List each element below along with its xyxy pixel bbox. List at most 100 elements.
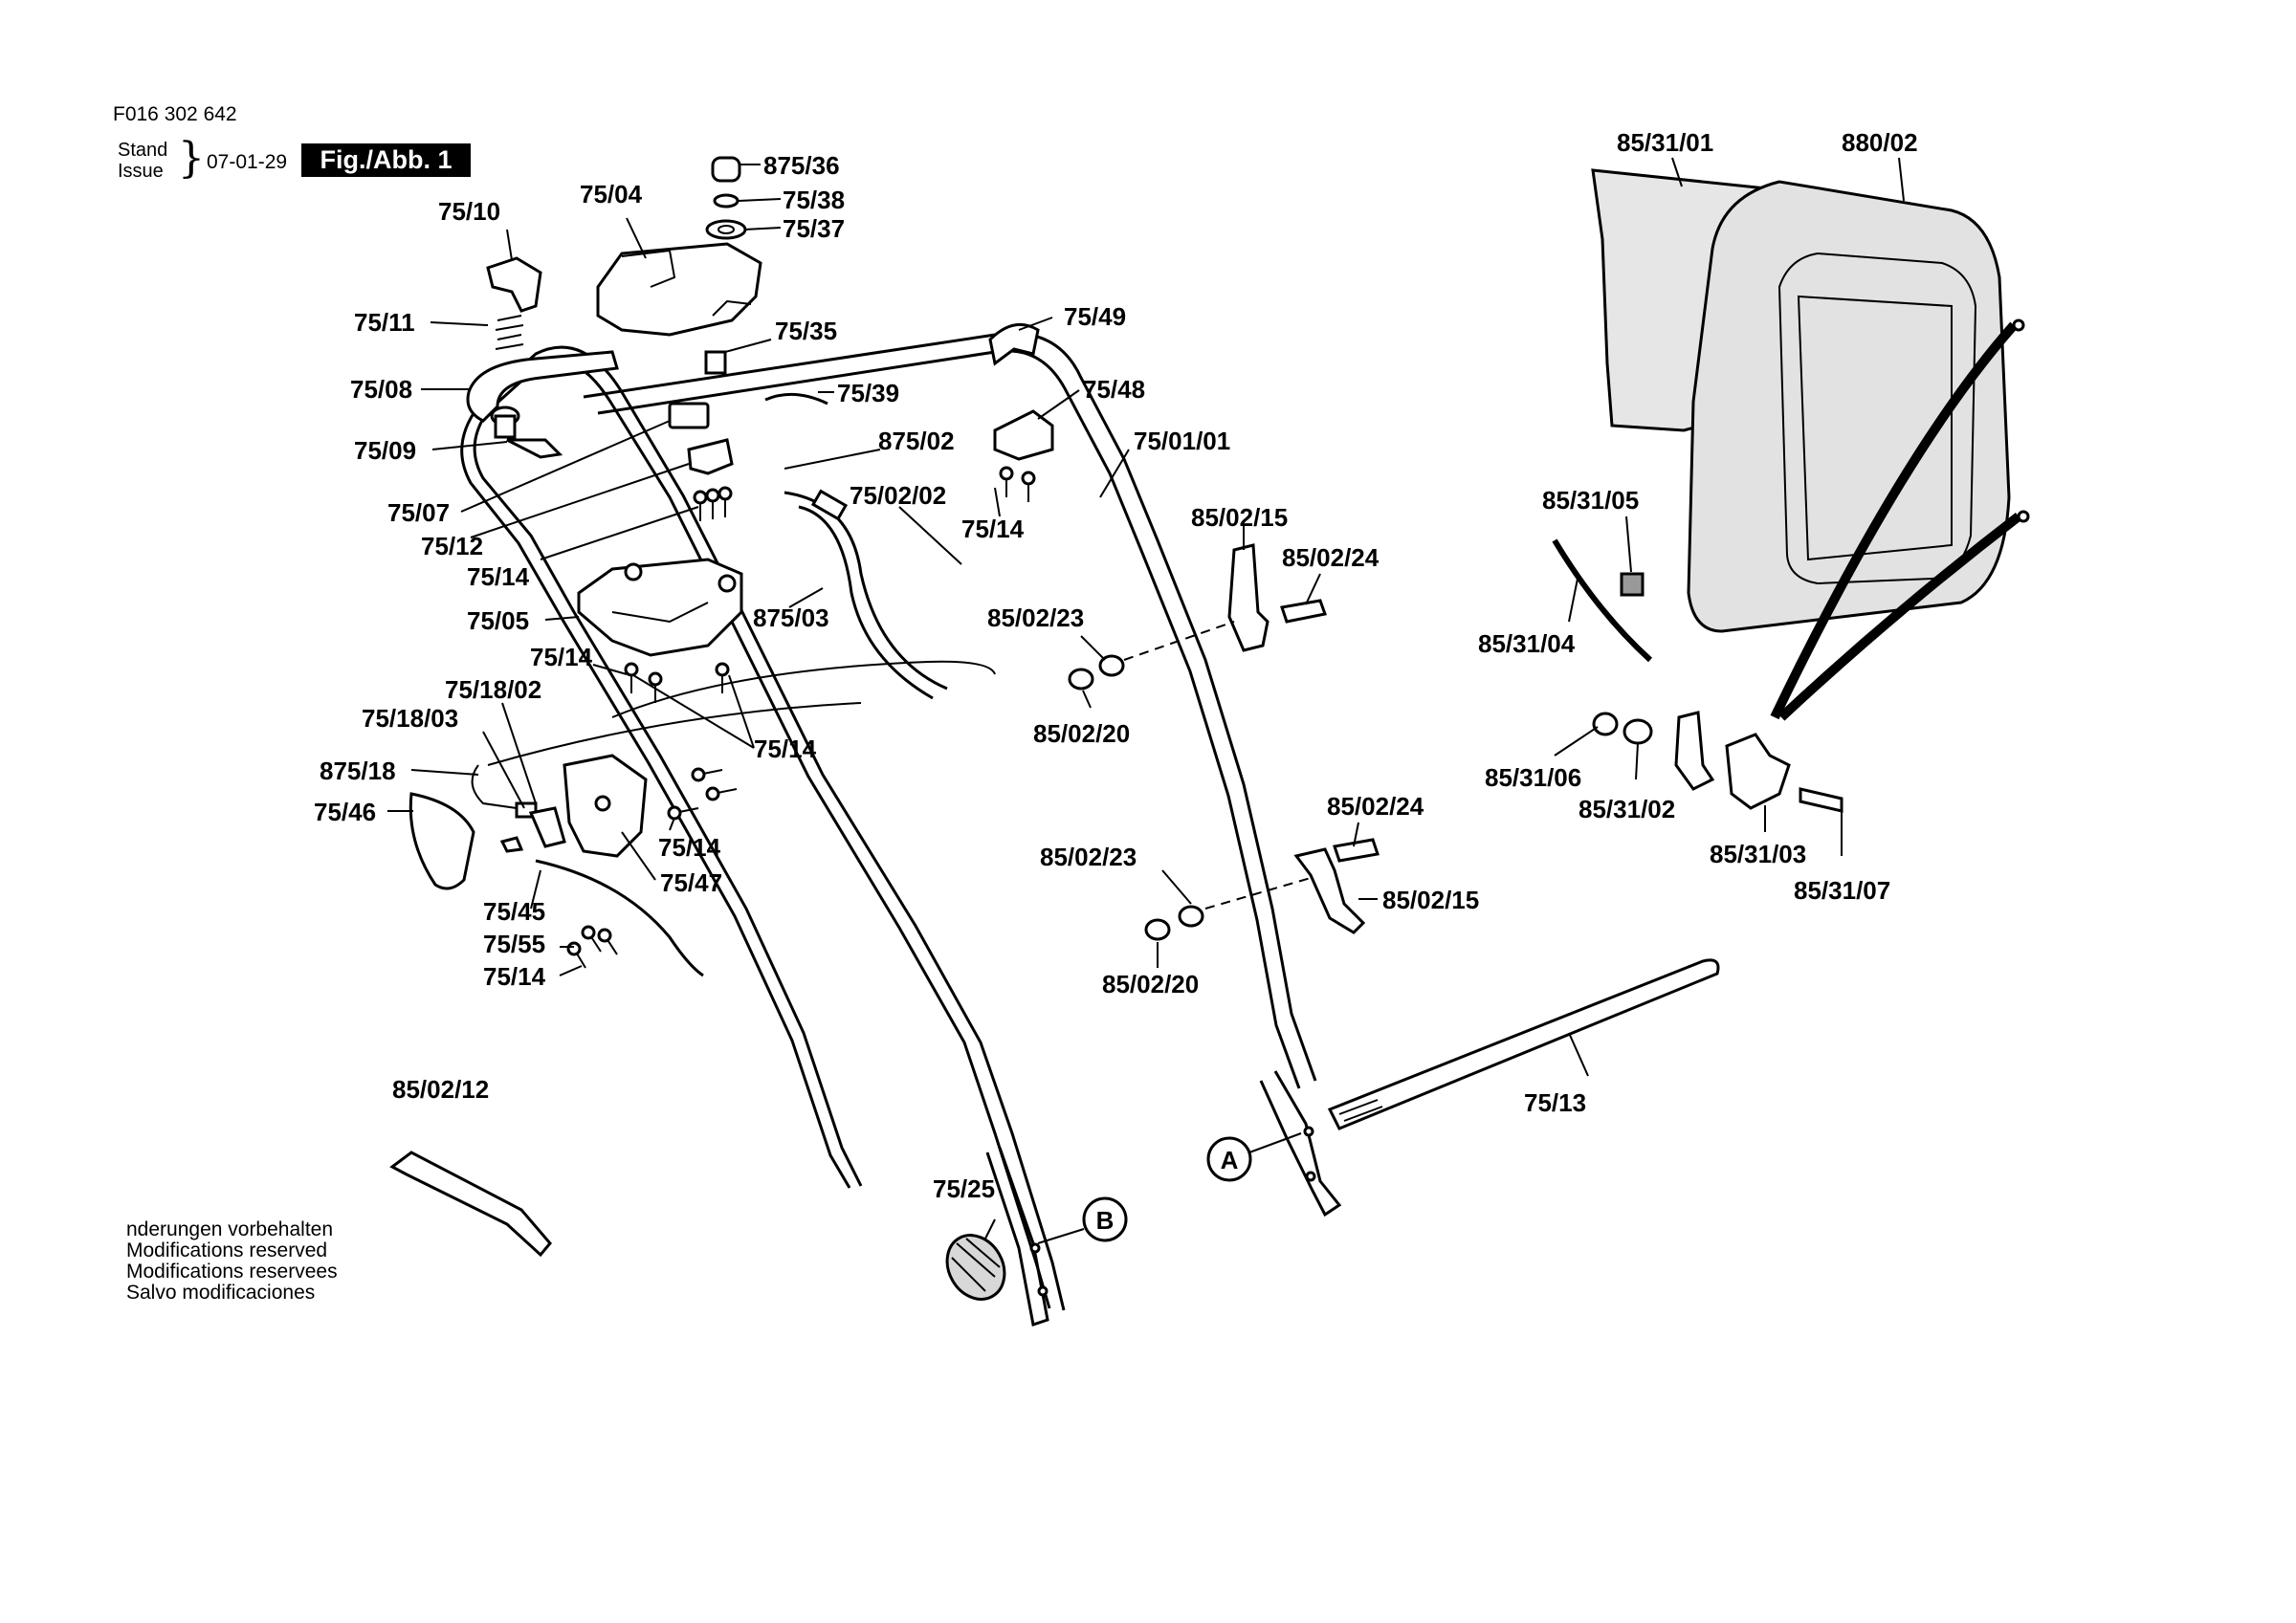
part-label: 75/55	[483, 930, 545, 958]
connector-75-07	[668, 402, 710, 429]
part-label: 75/05	[467, 606, 529, 635]
wire-75-39	[764, 392, 828, 406]
bracket-85-02-15-lower	[1293, 847, 1366, 934]
pad-85-31-05	[1620, 572, 1645, 597]
clip-75-09	[506, 438, 563, 459]
bushing-85-31-02	[1623, 718, 1653, 745]
part-label: 75/14	[483, 962, 546, 991]
part-label: 875/36	[763, 151, 840, 180]
bracket-85-02-15-upper	[1227, 543, 1269, 652]
callout-a-label: A	[1221, 1146, 1239, 1174]
part-label: 85/02/15	[1191, 503, 1288, 532]
nut-85-02-20-upper	[1068, 668, 1094, 691]
part-label: 75/14	[467, 562, 530, 591]
screw-set-75-55	[566, 925, 618, 969]
switch-body-hole	[594, 795, 611, 812]
part-label: 75/18/02	[445, 675, 541, 704]
part-label: 85/31/05	[1542, 486, 1639, 515]
bolt-85-31-07	[1799, 787, 1843, 813]
cable-end-parts	[471, 764, 566, 853]
part-label: 875/03	[753, 603, 829, 632]
control-box-base	[577, 558, 743, 657]
part-labels: 875/36 75/38 75/37 75/04 75/10 75/11 75/…	[314, 128, 1918, 1203]
knob-85-31-03	[1725, 733, 1791, 810]
part-label: 875/18	[320, 757, 396, 785]
part-label: 75/49	[1064, 302, 1126, 331]
part-label: 75/02/02	[850, 481, 946, 510]
part-label: 75/14	[961, 515, 1025, 543]
part-label: 85/31/04	[1478, 629, 1576, 658]
stand-label: Stand	[118, 140, 168, 161]
part-label: 75/12	[421, 532, 483, 560]
part-label: 85/31/07	[1794, 876, 1890, 905]
switch-lever	[466, 350, 619, 439]
screw-set-75-14-right	[999, 466, 1036, 502]
part-label: 75/37	[783, 214, 845, 243]
part-label: 75/45	[483, 897, 545, 926]
part-label: 875/02	[878, 427, 955, 455]
part-label: 75/46	[314, 798, 376, 826]
hex-key-85-02-12	[389, 1151, 552, 1258]
part-label: 85/02/12	[392, 1075, 489, 1104]
strap-85-31-04	[1552, 538, 1653, 663]
part-label: 85/02/20	[1033, 719, 1130, 748]
part-label: 85/02/20	[1102, 970, 1199, 998]
part-label: 85/31/03	[1710, 840, 1806, 868]
part-label: 75/14	[754, 735, 817, 763]
control-box-cover	[596, 242, 762, 337]
part-label: 85/31/01	[1617, 128, 1713, 157]
screw-set-mid	[624, 662, 738, 821]
knob-75-25	[945, 1234, 1006, 1301]
part-label: 75/07	[387, 498, 450, 527]
callout-b: B	[1037, 1196, 1128, 1244]
part-label: 75/10	[438, 197, 500, 226]
modification-note: Modifications reserved	[126, 1239, 328, 1261]
brace-glyph: }	[178, 134, 205, 183]
modification-note: Modifications reservees	[126, 1261, 338, 1283]
bracket-75-48	[993, 409, 1054, 461]
plug-75-35	[704, 350, 727, 375]
bowden-cables	[487, 489, 996, 977]
clip-75-49	[988, 322, 1040, 366]
part-label: 75/39	[837, 379, 899, 407]
bolt-85-02-24-upper	[1280, 599, 1327, 624]
washer-85-02-23-upper	[1098, 654, 1125, 677]
part-label: 75/04	[580, 180, 643, 208]
modification-note: Salvo modificaciones	[126, 1282, 316, 1304]
cap-stack	[705, 156, 747, 240]
part-label: 75/38	[783, 186, 845, 214]
callout-a: A	[1206, 1132, 1302, 1182]
washer-85-02-23-lower	[1178, 905, 1204, 928]
part-label: 75/01/01	[1134, 427, 1230, 455]
bolt-85-02-24-lower	[1333, 838, 1380, 863]
part-label: 85/02/24	[1282, 543, 1380, 572]
assembly-line-upper	[1123, 621, 1235, 661]
part-label: 75/18/03	[362, 704, 458, 733]
part-label: 880/02	[1842, 128, 1918, 157]
part-label: 85/31/06	[1485, 763, 1581, 792]
assembly-line-lower	[1204, 877, 1312, 910]
part-label: 85/31/02	[1578, 795, 1675, 823]
issue-label: Issue	[118, 161, 164, 182]
cover-75-46	[408, 792, 475, 890]
part-label: 75/14	[530, 643, 593, 671]
rod-thread	[1338, 1099, 1383, 1122]
grass-catcher-bag	[1591, 168, 2030, 721]
bracket-85-31	[1674, 711, 1715, 791]
issue-date: 07-01-29	[207, 151, 288, 173]
document-number: F016 302 642	[113, 103, 237, 125]
part-label: 85/02/23	[987, 603, 1084, 632]
part-label: 75/47	[660, 868, 722, 897]
part-label: 75/11	[354, 308, 415, 337]
part-label: 75/35	[775, 317, 837, 345]
clamp-75-12	[687, 438, 734, 475]
callout-b-label: B	[1096, 1206, 1115, 1235]
figure-tag: Fig./Abb. 1	[301, 143, 471, 177]
part-label: 75/08	[350, 375, 412, 404]
leader-lines	[387, 157, 1905, 1239]
nut-85-02-20-lower	[1144, 918, 1171, 941]
switch-clip	[486, 256, 542, 350]
screw-set-top	[693, 486, 733, 521]
